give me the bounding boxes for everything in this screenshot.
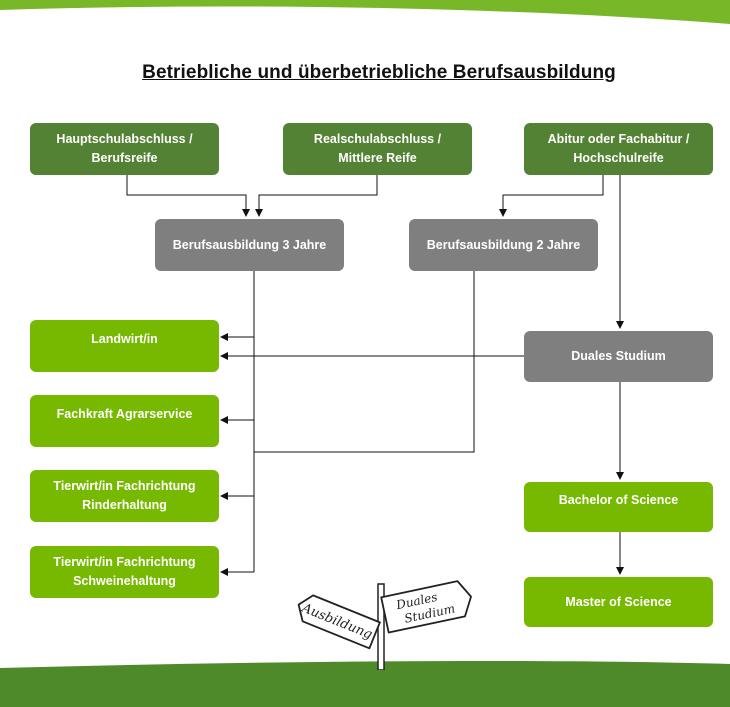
box-fachkraft-agrarservice: Fachkraft Agrarservice	[30, 395, 219, 447]
box-bachelor-of-science: Bachelor of Science	[524, 482, 713, 532]
box-hauptschulabschluss: Hauptschulabschluss / Berufsreife	[30, 123, 219, 175]
page-title: Betriebliche und überbetriebliche Berufs…	[142, 62, 616, 83]
box-berufsausbildung-3-jahre: Berufsausbildung 3 Jahre	[155, 219, 344, 271]
box-realschulabschluss: Realschulabschluss / Mittlere Reife	[283, 123, 472, 175]
box-abitur: Abitur oder Fachabitur / Hochschulreife	[524, 123, 713, 175]
box-landwirt: Landwirt/in	[30, 320, 219, 372]
box-master-of-science: Master of Science	[524, 577, 713, 627]
signpost-illustration: Ausbildung Duales Studium	[297, 580, 472, 670]
box-tierwirt-schweinehaltung: Tierwirt/in Fachrichtung Schweinehaltung	[30, 546, 219, 598]
box-berufsausbildung-2-jahre: Berufsausbildung 2 Jahre	[409, 219, 598, 271]
bottom-decorative-band	[0, 661, 730, 707]
box-duales-studium: Duales Studium	[524, 331, 713, 382]
top-decorative-band	[0, 0, 730, 24]
box-tierwirt-rinderhaltung: Tierwirt/in Fachrichtung Rinderhaltung	[30, 470, 219, 522]
